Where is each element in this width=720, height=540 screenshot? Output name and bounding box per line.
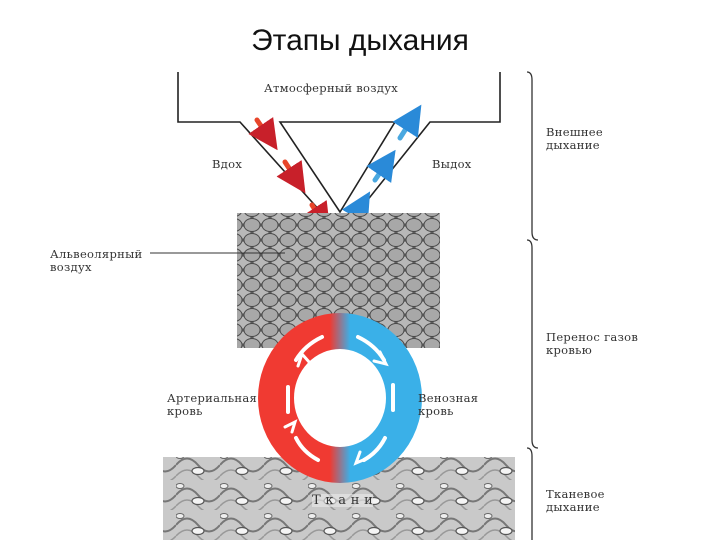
inhale-arrows <box>248 117 331 234</box>
exhale-arrows <box>341 104 422 225</box>
stage-braces <box>526 71 539 540</box>
inhale-label: Вдох <box>212 157 243 171</box>
stage-tissue-label: Тканевое дыхание <box>546 487 605 514</box>
blood-ring <box>258 313 422 483</box>
ring-flow-arrows <box>283 335 395 466</box>
stage-transport-label: Перенос газов кровью <box>546 330 639 357</box>
alveolar-air-label: Альвеолярный воздух <box>50 247 143 274</box>
exhale-label: Выдох <box>432 157 472 171</box>
atmospheric-air-label: Атмосферный воздух <box>264 81 399 95</box>
tissues-label: Т к а н и <box>312 493 374 508</box>
arterial-blood-label: Артериальная кровь <box>167 391 258 418</box>
stage-external-label: Внешнее дыхание <box>546 125 603 152</box>
slide-title: Этапы дыхания <box>251 24 469 57</box>
venous-blood-label: Венозная кровь <box>418 391 479 418</box>
